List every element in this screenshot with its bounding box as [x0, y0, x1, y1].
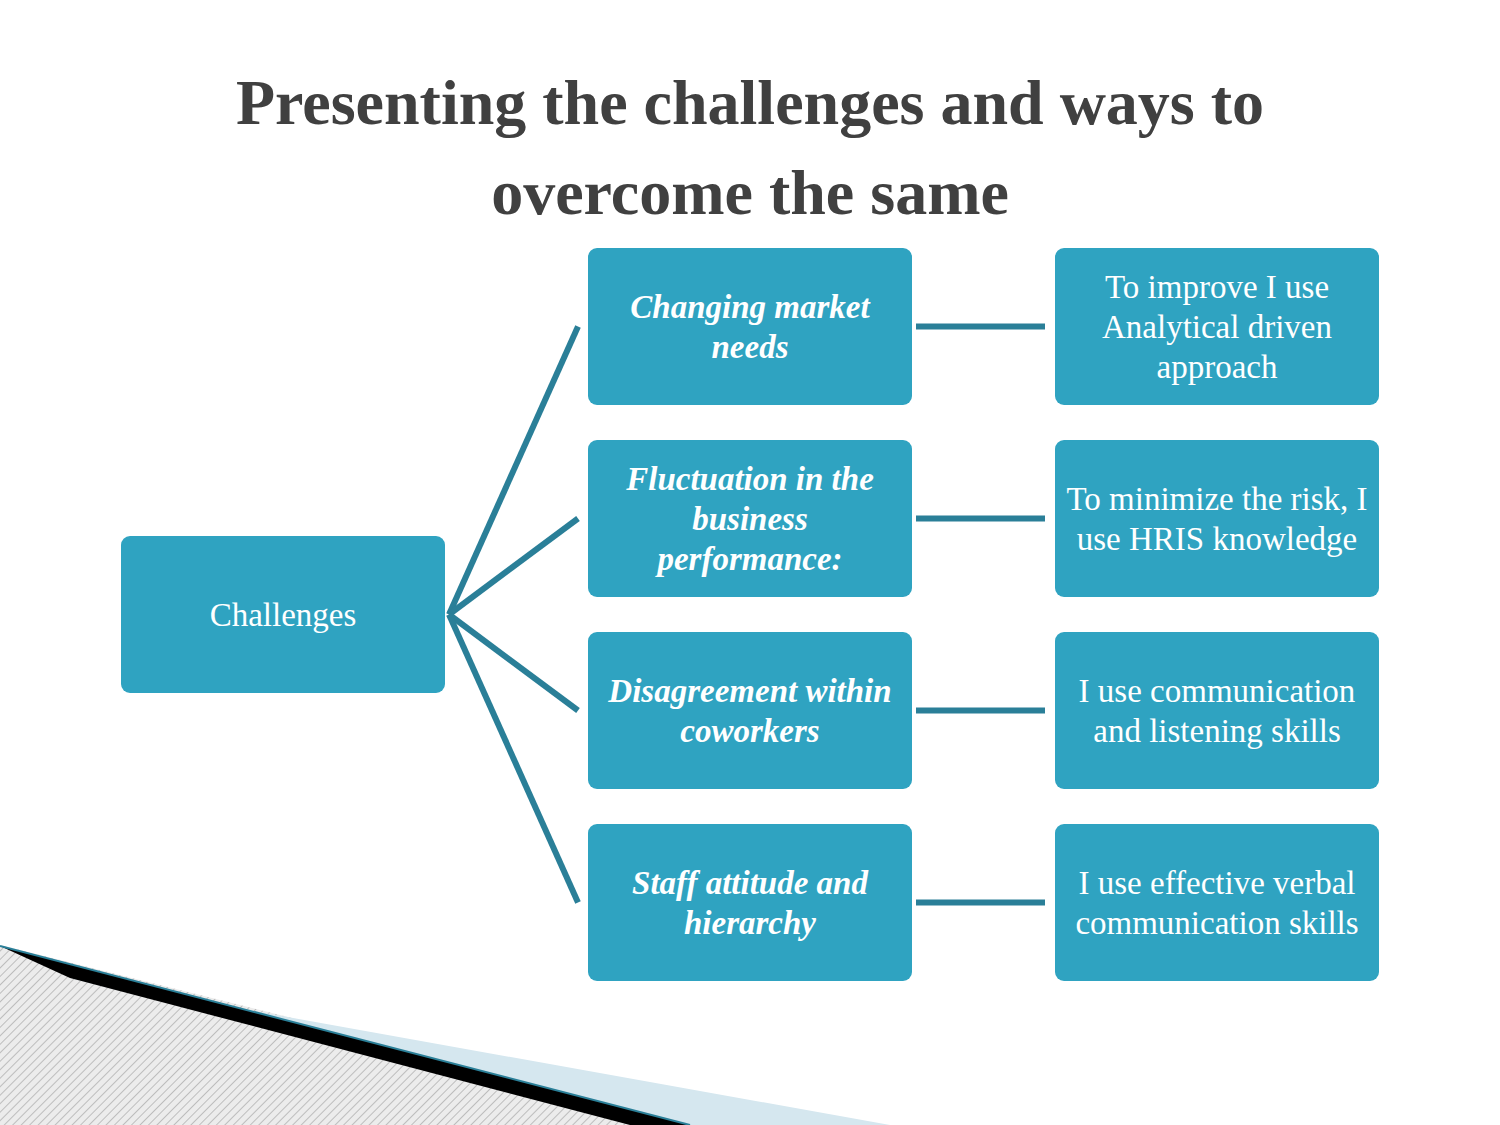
solution-box: To minimize the risk, I use HRIS knowled…: [1055, 440, 1379, 597]
connector-line: [449, 519, 578, 615]
box-text: To improve I use Analytical driven appro…: [1055, 267, 1379, 387]
box-text: To minimize the risk, I use HRIS knowled…: [1055, 479, 1379, 559]
solution-box: To improve I use Analytical driven appro…: [1055, 248, 1379, 405]
edge-line: [0, 946, 690, 1125]
solution-box: I use communication and listening skills: [1055, 632, 1379, 789]
connector-line: [449, 327, 578, 615]
box-text: Staff attitude and hierarchy: [588, 863, 912, 943]
connector-line: [916, 324, 1045, 330]
root-box: Challenges: [121, 536, 445, 693]
challenge-box: Staff attitude and hierarchy: [588, 824, 912, 981]
box-text: Fluctuation in the business performance:: [588, 459, 912, 579]
connector-line: [449, 615, 578, 903]
box-text: Disagreement within coworkers: [588, 671, 912, 751]
connector-line: [916, 516, 1045, 522]
slide-title: Presenting the challenges and ways to ov…: [100, 58, 1400, 238]
challenge-box: Disagreement within coworkers: [588, 632, 912, 789]
challenge-box: Changing market needs: [588, 248, 912, 405]
challenge-box: Fluctuation in the business performance:: [588, 440, 912, 597]
dark-band: [0, 946, 690, 1125]
connector-line: [916, 900, 1045, 906]
box-text: I use effective verbal communication ski…: [1055, 863, 1379, 943]
box-text: Challenges: [200, 595, 367, 635]
box-text: Changing market needs: [588, 287, 912, 367]
connector-line: [916, 708, 1045, 714]
box-text: I use communication and listening skills: [1055, 671, 1379, 751]
solution-box: I use effective verbal communication ski…: [1055, 824, 1379, 981]
